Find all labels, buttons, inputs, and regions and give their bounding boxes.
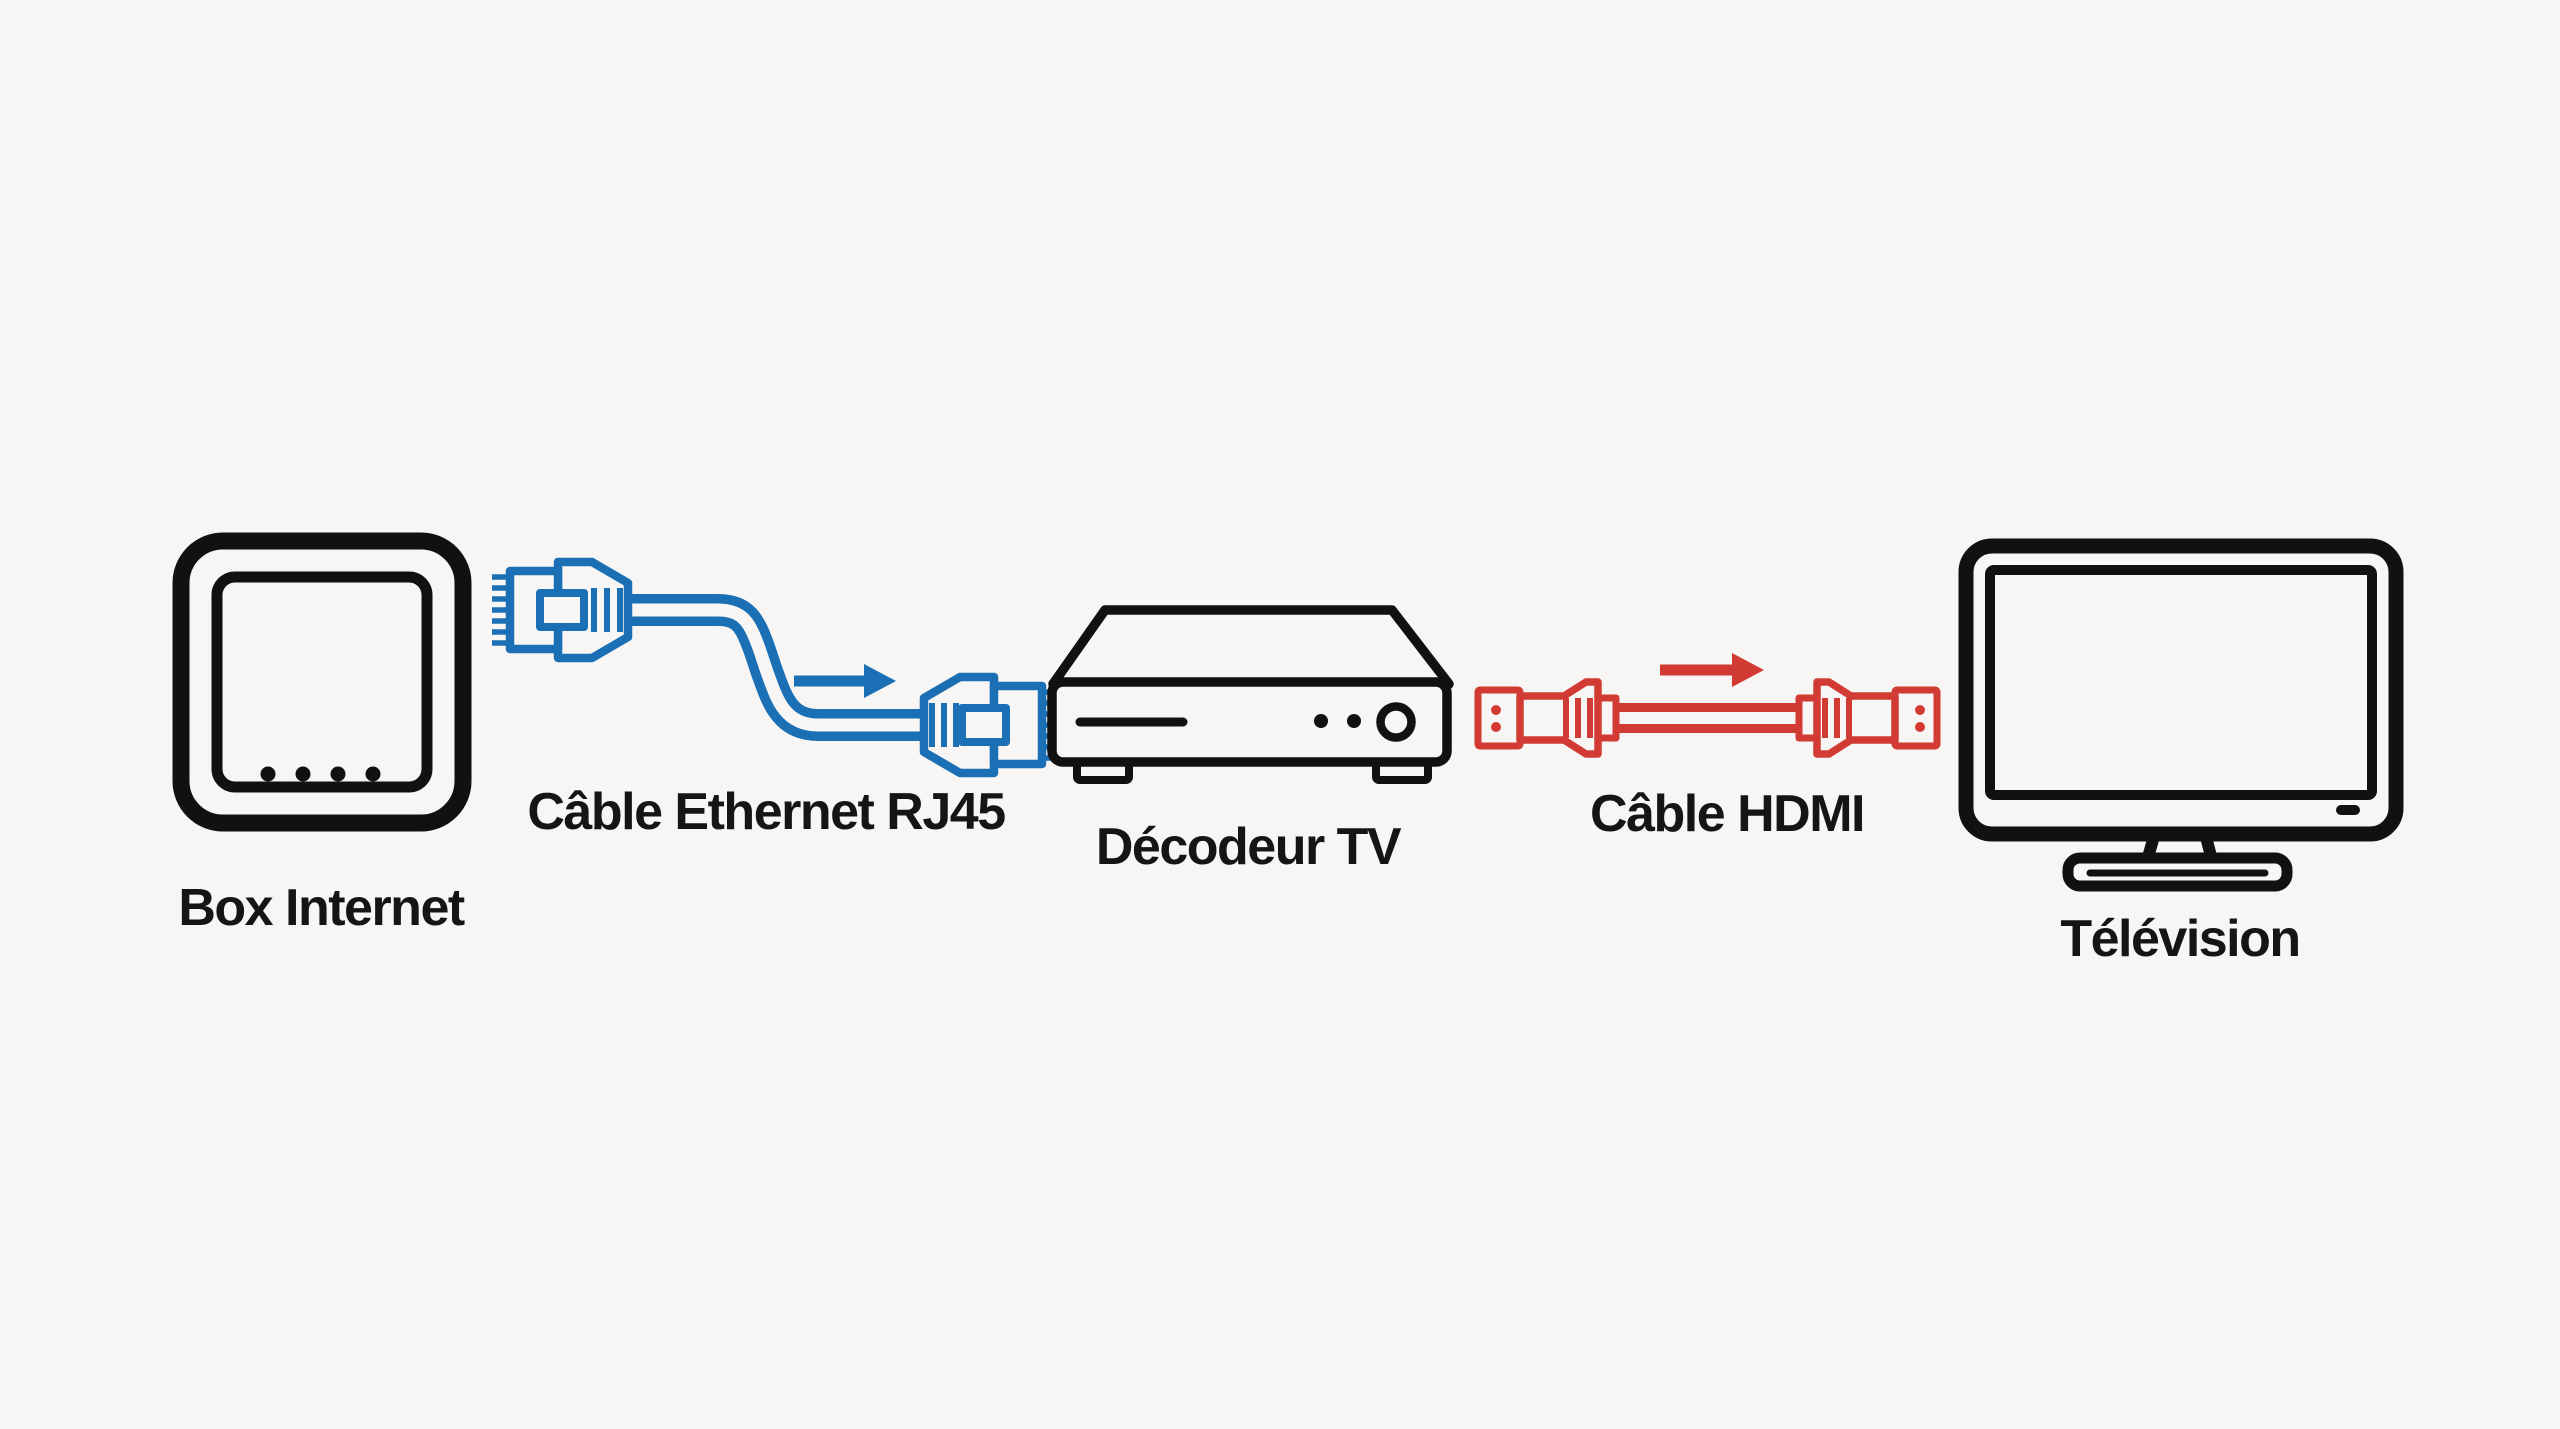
power-button [1376,702,1416,742]
set-top-box-icon [1047,605,1454,784]
hdmi-connector-left [1474,678,1620,758]
decodeur-tv-node [1047,600,1455,785]
rj45-connector-left [492,557,633,663]
box-internet-node [172,532,472,832]
hdmi-cable-icon [1474,653,1941,758]
rj45-connector-right [919,672,1052,778]
router-icon [172,532,472,832]
ethernet-cable-label: Câble Ethernet RJ45 [527,783,1006,841]
television-node [1958,538,2405,910]
box-internet-label: Box Internet [178,879,465,937]
decodeur-tv-label: Décodeur TV [1095,818,1402,876]
hdmi-connector-right [1795,678,1941,758]
arrow-right-icon [794,664,896,698]
television-label: Télévision [2060,910,2301,968]
tv-screen [1985,565,2377,800]
hdmi-cable-label: Câble HDMI [1590,785,1865,843]
tv-indicator [2336,805,2360,815]
ethernet-cable [488,557,1053,780]
hdmi-cable [1470,640,1945,800]
ethernet-cable-icon [492,557,1052,778]
arrow-right-icon [1660,653,1764,687]
tv-icon [1958,538,2404,892]
